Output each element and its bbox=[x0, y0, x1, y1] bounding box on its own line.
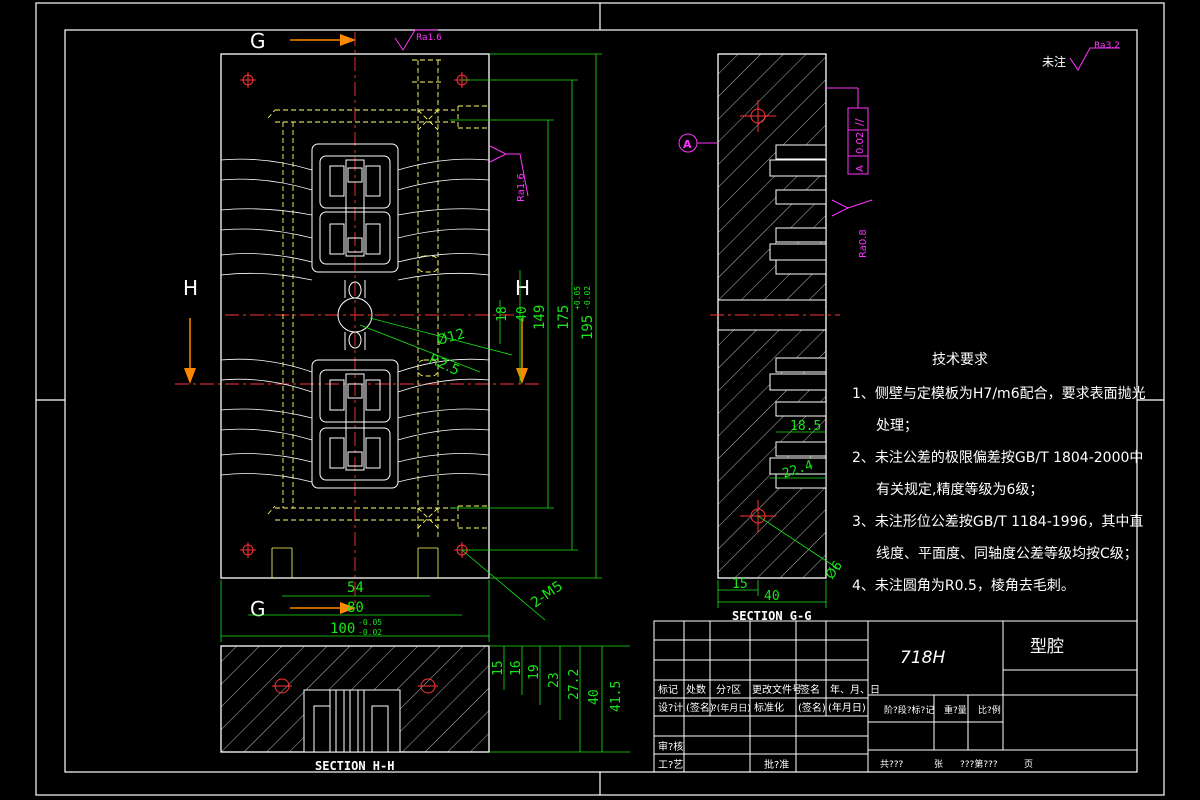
tb-stage-header-3: 比?例 bbox=[978, 704, 1001, 716]
requirement-line-2: 处理； bbox=[876, 418, 918, 434]
tb-row1-c2: 处数 bbox=[686, 683, 706, 696]
tb-row2-c2: (签名) bbox=[686, 701, 714, 714]
dim-54: 54 bbox=[347, 580, 364, 596]
tb-stage-header-2: 重?量 bbox=[944, 704, 967, 716]
section-hh: SECTION H-H bbox=[220, 645, 630, 773]
dim-100: 100 bbox=[330, 621, 355, 637]
lower-cavity bbox=[311, 359, 399, 489]
requirements-title: 技术要求 bbox=[932, 352, 988, 368]
dim-195-tol-up: +0.05 bbox=[573, 286, 582, 310]
tolerance-symbol: // bbox=[853, 118, 866, 126]
roughness-default-value: Ra3.2 bbox=[1094, 41, 1120, 51]
dim-hh-415: 41.5 bbox=[609, 681, 624, 712]
tolerance-frame bbox=[678, 87, 869, 175]
title-material: 718H bbox=[900, 648, 945, 668]
section-hh-label: SECTION H-H bbox=[315, 759, 394, 773]
roughness-symbols bbox=[394, 29, 1120, 217]
tb-row2-c4: 标准化 bbox=[754, 701, 784, 714]
tb-row2-c6: (年月日) bbox=[828, 701, 866, 714]
tb-row1-c1: 标记 bbox=[658, 684, 678, 696]
dim-gg-15: 15 bbox=[732, 577, 748, 592]
roughness-top-label: Ra1.6 bbox=[416, 33, 442, 43]
dim-phi12: Ø12 bbox=[435, 326, 467, 349]
tolerance-datum: A bbox=[855, 165, 866, 172]
section-h-right-label: H bbox=[515, 276, 530, 300]
requirement-line-7: 4、未注圆角为R0.5，棱角去毛刺。 bbox=[852, 578, 1075, 594]
tolerance-value: 0.02 bbox=[855, 132, 866, 154]
dim-195: 195 bbox=[580, 315, 596, 340]
dim-hh-16: 16 bbox=[509, 660, 524, 676]
roughness-default-prefix: 未注 bbox=[1042, 54, 1066, 69]
dim-hh-15: 15 bbox=[491, 660, 506, 676]
tb-row2-c1: 设?计 bbox=[658, 701, 683, 714]
section-g-bottom-label: G bbox=[250, 597, 266, 621]
requirement-line-4: 有关规定,精度等级为6级； bbox=[876, 481, 1043, 498]
tb-row2-c3: ?(年月日) bbox=[712, 702, 751, 714]
title-block bbox=[653, 620, 1138, 773]
requirement-line-5: 3、未注形位公差按GB/T 1184-1996，其中直 bbox=[852, 513, 1143, 530]
tb-stage-header-1: 阶?段?标?记 bbox=[884, 704, 934, 716]
dim-80: 80 bbox=[347, 600, 364, 616]
hidden-channels bbox=[267, 59, 489, 540]
dim-2-m5: 2-M5 bbox=[528, 578, 566, 611]
section-markers: G G H H bbox=[183, 29, 530, 621]
dim-hh-40: 40 bbox=[587, 689, 602, 705]
tb-row3-label: 审?核 bbox=[658, 740, 683, 753]
requirement-line-3: 2、未注公差的极限偏差按GB/T 1804-2000中 bbox=[852, 450, 1143, 466]
tb-row1-c5: 签名 bbox=[800, 683, 820, 696]
plate-outline bbox=[220, 53, 490, 579]
dim-40: 40 bbox=[515, 306, 530, 322]
tb-row1-c4: 更改文件号 bbox=[752, 683, 802, 696]
section-gg-label: SECTION G-G bbox=[732, 609, 811, 623]
title-block-row2: 设?计 (签名) ?(年月日) 标准化 (签名) (年月日) bbox=[658, 701, 866, 714]
dim-100-tol-up: -0.05 bbox=[358, 618, 382, 627]
sprue-feature bbox=[337, 280, 373, 350]
parting-curves bbox=[220, 158, 490, 483]
tb-row1-c3: 分?区 bbox=[716, 684, 741, 696]
dim-hh-272: 27.2 bbox=[567, 669, 582, 700]
section-gg: SECTION G-G bbox=[710, 53, 841, 623]
drawing-frame bbox=[35, 2, 1165, 796]
tb-sheet-3: ???第??? bbox=[960, 758, 998, 770]
tb-row4-c1: 工?艺 bbox=[658, 759, 683, 771]
section-h-left-label: H bbox=[183, 276, 198, 300]
upper-cavity bbox=[311, 143, 399, 273]
dim-175: 175 bbox=[556, 305, 572, 330]
dim-r25: R2.5 bbox=[426, 351, 462, 379]
dim-gg-40: 40 bbox=[764, 589, 780, 604]
roughness-side-label: Ra0.8 bbox=[858, 229, 869, 258]
section-g-top-label: G bbox=[250, 29, 266, 53]
dim-hh-23: 23 bbox=[547, 672, 562, 688]
title-part-name: 型腔 bbox=[1030, 637, 1064, 657]
dim-149: 149 bbox=[532, 305, 548, 330]
tb-row2-c5: (签名) bbox=[798, 701, 826, 714]
dim-195-tol-low: -0.02 bbox=[583, 286, 592, 310]
dim-100-tol-low: -0.02 bbox=[358, 628, 382, 637]
requirement-line-1: 1、侧壁与定模板为H7/m6配合，要求表面抛光 bbox=[852, 386, 1146, 402]
requirement-line-6: 线度、平面度、同轴度公差等级均按C级； bbox=[876, 545, 1138, 562]
front-dimensions bbox=[220, 53, 602, 642]
tb-row1-c6: 年、月、日 bbox=[830, 683, 880, 696]
tb-sheet-2: 张 bbox=[934, 759, 943, 770]
front-centerlines bbox=[175, 32, 540, 605]
front-view bbox=[175, 32, 540, 605]
tb-sheet-1: 共??? bbox=[880, 759, 904, 770]
tb-row4-c2: 批?准 bbox=[764, 758, 789, 771]
dim-18: 18 bbox=[495, 306, 510, 322]
roughness-face-label: Ra1.6 bbox=[516, 173, 527, 202]
dim-gg-185: 18.5 bbox=[790, 419, 821, 434]
datum-marker-label: A bbox=[683, 138, 692, 151]
tb-sheet-4: 页 bbox=[1024, 759, 1033, 770]
title-block-row1: 标记 处数 分?区 更改文件号 签名 年、月、日 bbox=[658, 683, 880, 696]
technical-requirements: 技术要求 1、侧壁与定模板为H7/m6配合，要求表面抛光 处理； 2、未注公差的… bbox=[852, 352, 1146, 594]
dim-hh-19: 19 bbox=[527, 664, 542, 680]
